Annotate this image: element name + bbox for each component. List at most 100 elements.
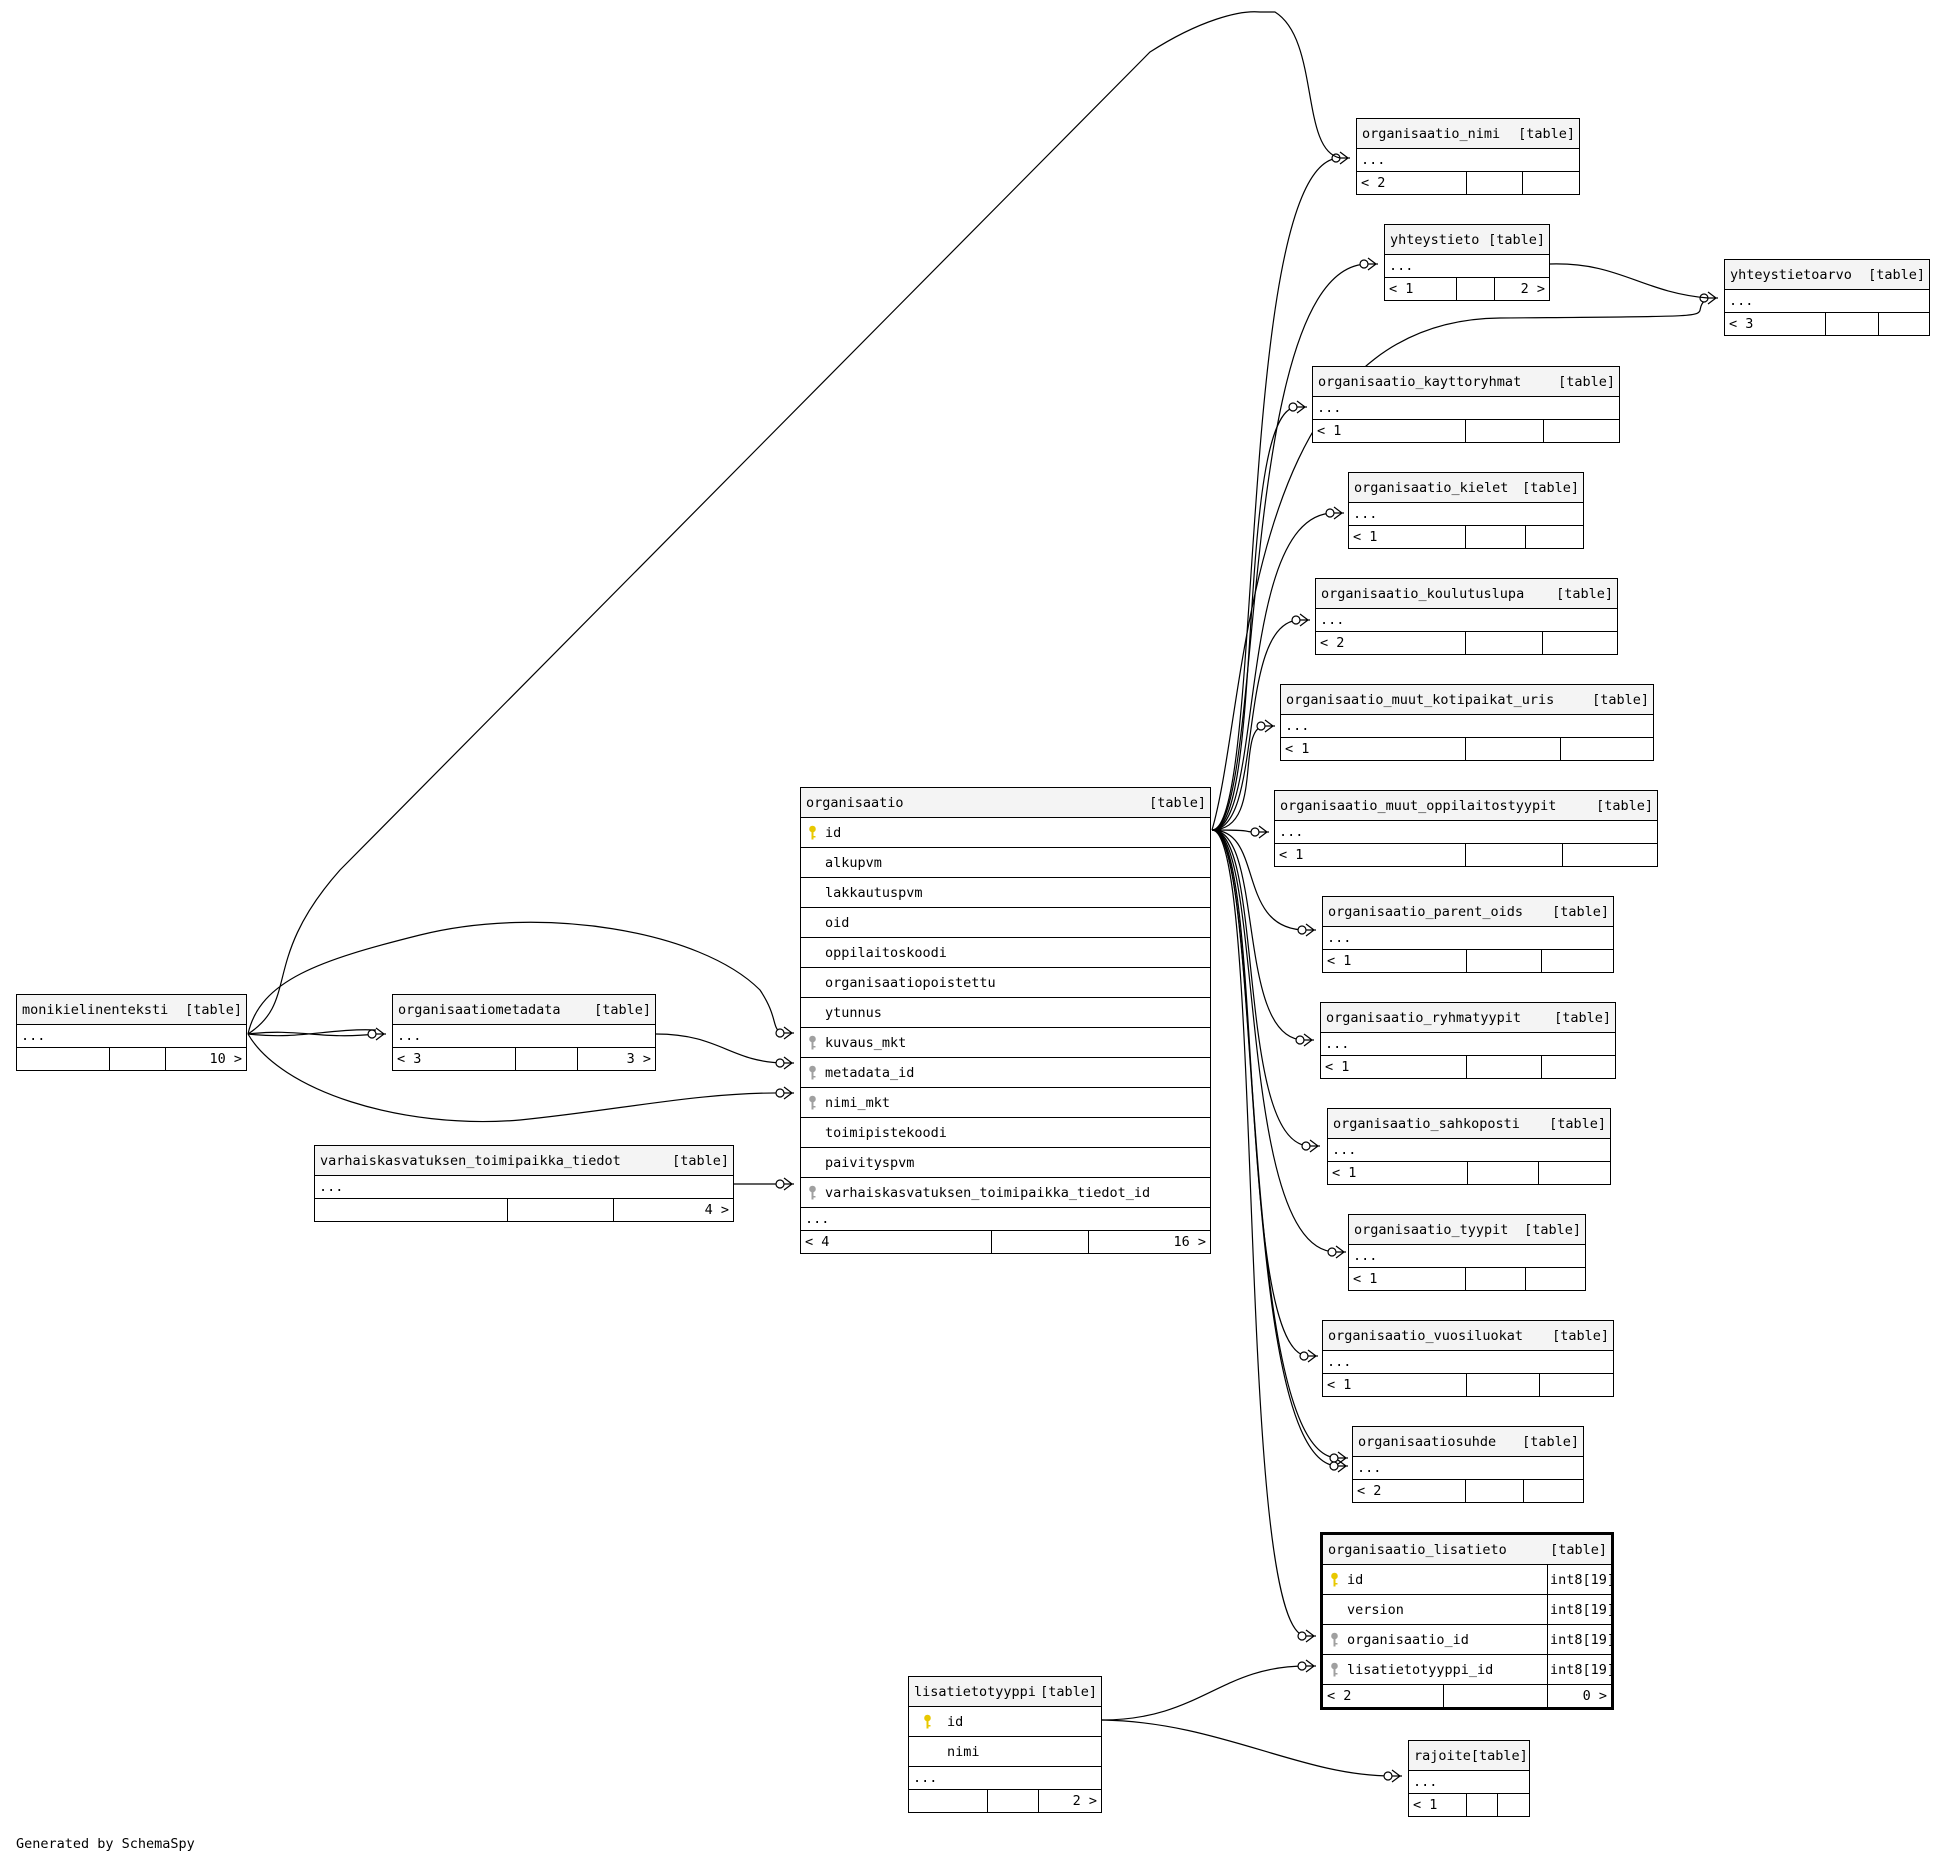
optional-marker bbox=[1299, 1351, 1309, 1361]
table-type-label: [table] bbox=[1518, 125, 1575, 142]
foreign-key-icon bbox=[801, 1035, 823, 1051]
children-count[interactable] bbox=[1524, 1480, 1583, 1502]
column-row[interactable]: toimipistekoodi bbox=[801, 1118, 1210, 1148]
parents-count[interactable]: < 2 bbox=[1323, 1685, 1444, 1707]
parents-count[interactable] bbox=[315, 1199, 508, 1221]
many-marker bbox=[1258, 825, 1269, 839]
column-row[interactable]: oppilaitoskoodi bbox=[801, 938, 1210, 968]
parents-count[interactable]: < 1 bbox=[1281, 738, 1466, 760]
table-type-label: [table] bbox=[1596, 797, 1653, 814]
column-row[interactable]: kuvaus_mkt bbox=[801, 1028, 1210, 1058]
column-row[interactable]: varhaiskasvatuksen_toimipaikka_tiedot_id bbox=[801, 1178, 1210, 1208]
table-organisaatio-muut-kotipaikat-uris[interactable]: organisaatio_muut_kotipaikat_uris[table]… bbox=[1280, 684, 1654, 761]
parents-count[interactable]: < 1 bbox=[1323, 1374, 1467, 1396]
column-row[interactable]: id bbox=[909, 1707, 1101, 1737]
relationship-edge bbox=[1211, 829, 1337, 1253]
many-marker bbox=[1367, 257, 1378, 271]
parents-count[interactable]: < 1 bbox=[1321, 1056, 1467, 1078]
table-organisaatiosuhde[interactable]: organisaatiosuhde[table] ... < 2 bbox=[1352, 1426, 1584, 1503]
children-count[interactable]: 10 > bbox=[209, 1051, 242, 1067]
children-count[interactable]: 16 > bbox=[1173, 1234, 1206, 1250]
parents-count[interactable]: < 1 bbox=[1349, 1268, 1466, 1290]
children-count[interactable] bbox=[1540, 1374, 1613, 1396]
parents-count[interactable]: < 1 bbox=[1313, 420, 1466, 442]
children-count[interactable] bbox=[1542, 1056, 1615, 1078]
children-count[interactable] bbox=[1544, 420, 1619, 442]
collapsed-columns: ... bbox=[1385, 255, 1549, 278]
column-row[interactable]: metadata_id bbox=[801, 1058, 1210, 1088]
rows-count bbox=[988, 1790, 1039, 1812]
children-count[interactable] bbox=[1543, 632, 1617, 654]
table-varhaiskasvatuksen-toimipaikka-tiedot[interactable]: varhaiskasvatuksen_toimipaikka_tiedot[ta… bbox=[314, 1145, 734, 1222]
column-row[interactable]: organisaatiopoistettu bbox=[801, 968, 1210, 998]
column-row[interactable]: alkupvm bbox=[801, 848, 1210, 878]
table-organisaatio-sahkoposti[interactable]: organisaatio_sahkoposti[table] ... < 1 bbox=[1327, 1108, 1611, 1185]
column-row[interactable]: nimi bbox=[909, 1737, 1101, 1767]
table-rajoite[interactable]: rajoite[table] ... < 1 bbox=[1408, 1740, 1530, 1817]
table-organisaatio-nimi[interactable]: organisaatio_nimi[table] ... < 2 bbox=[1356, 118, 1580, 195]
table-organisaatio-kielet[interactable]: organisaatio_kielet[table] ... < 1 bbox=[1348, 472, 1584, 549]
optional-marker bbox=[1250, 827, 1260, 837]
column-name: id bbox=[825, 824, 842, 841]
children-count[interactable] bbox=[1879, 313, 1929, 335]
parents-count[interactable]: < 1 bbox=[1323, 950, 1467, 972]
table-organisaatio-koulutuslupa[interactable]: organisaatio_koulutuslupa[table] ... < 2 bbox=[1315, 578, 1618, 655]
children-count[interactable] bbox=[1539, 1162, 1610, 1184]
children-count[interactable]: 0 > bbox=[1582, 1688, 1607, 1704]
parents-count[interactable]: < 1 bbox=[1385, 278, 1457, 300]
parents-count[interactable]: < 3 bbox=[1725, 313, 1826, 335]
generated-by-label: Generated by SchemaSpy bbox=[16, 1836, 195, 1852]
table-type-label: [table] bbox=[1549, 1115, 1606, 1132]
parents-count[interactable]: < 1 bbox=[1275, 844, 1466, 866]
table-organisaatio-vuosiluokat[interactable]: organisaatio_vuosiluokat[table] ... < 1 bbox=[1322, 1320, 1614, 1397]
table-organisaatio-parent-oids[interactable]: organisaatio_parent_oids[table] ... < 1 bbox=[1322, 896, 1614, 973]
children-count[interactable]: 4 > bbox=[704, 1202, 729, 1218]
children-count[interactable]: 2 > bbox=[1520, 281, 1545, 297]
parents-count[interactable]: < 1 bbox=[1409, 1794, 1467, 1816]
children-count[interactable] bbox=[1561, 738, 1653, 760]
parents-count[interactable]: < 1 bbox=[1328, 1162, 1468, 1184]
table-monikielinenteksti[interactable]: monikielinenteksti[table] ... 10 > bbox=[16, 994, 247, 1071]
parents-count[interactable]: < 3 bbox=[393, 1048, 516, 1070]
table-footer: < 1 bbox=[1349, 1268, 1585, 1290]
many-marker bbox=[783, 1177, 794, 1191]
children-count[interactable]: 2 > bbox=[1072, 1793, 1097, 1809]
parents-count[interactable] bbox=[17, 1048, 110, 1070]
table-organisaatio-kayttoryhmat[interactable]: organisaatio_kayttoryhmat[table] ... < 1 bbox=[1312, 366, 1620, 443]
parents-count[interactable]: < 1 bbox=[1349, 526, 1466, 548]
relationship-edge bbox=[1101, 1665, 1307, 1721]
children-count[interactable] bbox=[1542, 950, 1613, 972]
column-row[interactable]: ytunnus bbox=[801, 998, 1210, 1028]
parents-count[interactable]: < 2 bbox=[1316, 632, 1466, 654]
parents-count[interactable] bbox=[909, 1790, 988, 1812]
column-row[interactable]: paivityspvm bbox=[801, 1148, 1210, 1178]
column-row[interactable]: id bbox=[801, 818, 1210, 848]
column-row[interactable]: lakkautuspvm bbox=[801, 878, 1210, 908]
table-name: organisaatio_lisatieto bbox=[1328, 1541, 1507, 1558]
table-organisaatio-muut-oppilaitostyypit[interactable]: organisaatio_muut_oppilaitostyypit[table… bbox=[1274, 790, 1658, 867]
column-row[interactable]: oid bbox=[801, 908, 1210, 938]
parents-count[interactable]: < 4 bbox=[801, 1231, 992, 1253]
children-count[interactable]: 3 > bbox=[626, 1051, 651, 1067]
table-yhteystietoarvo[interactable]: yhteystietoarvo[table] ... < 3 bbox=[1724, 259, 1930, 336]
column-row[interactable]: nimi_mkt bbox=[801, 1088, 1210, 1118]
parents-count[interactable]: < 2 bbox=[1357, 172, 1467, 194]
table-name: rajoite bbox=[1414, 1747, 1471, 1764]
children-count[interactable] bbox=[1498, 1794, 1529, 1816]
children-count[interactable] bbox=[1526, 1268, 1585, 1290]
table-organisaatio-ryhmatyypit[interactable]: organisaatio_ryhmatyypit[table] ... < 1 bbox=[1320, 1002, 1616, 1079]
table-organisaatio-tyypit[interactable]: organisaatio_tyypit[table] ... < 1 bbox=[1348, 1214, 1586, 1291]
children-count[interactable] bbox=[1526, 526, 1583, 548]
children-count[interactable] bbox=[1523, 172, 1579, 194]
children-count[interactable] bbox=[1563, 844, 1657, 866]
parents-count[interactable]: < 2 bbox=[1353, 1480, 1466, 1502]
